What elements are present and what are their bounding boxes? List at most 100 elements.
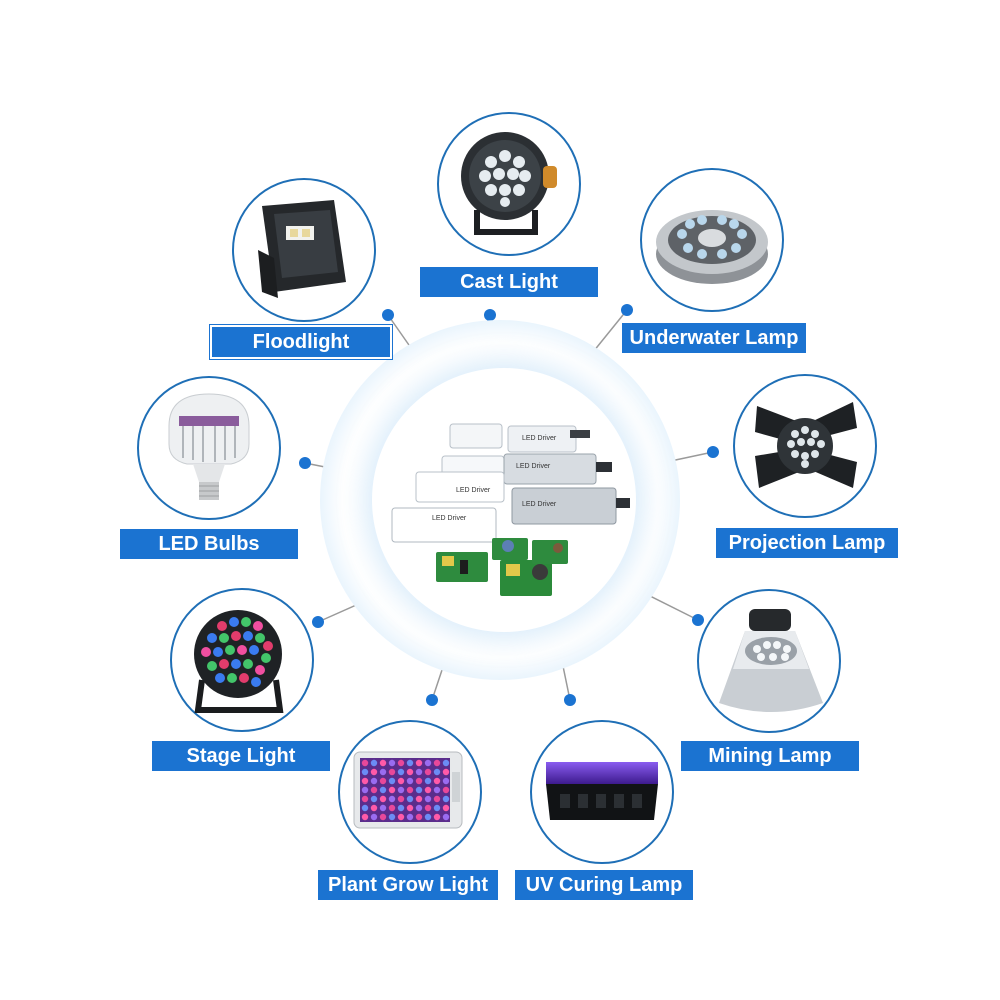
grow-led [415, 768, 423, 776]
grow-led [424, 804, 432, 812]
grow-led [406, 786, 414, 794]
label-led-bulbs: LED Bulbs [120, 529, 298, 559]
mining-lamp-icon [719, 609, 823, 712]
grow-led [361, 804, 369, 812]
connector-dot [707, 446, 719, 458]
stage-light-circle [170, 588, 314, 732]
grow-led [406, 813, 414, 821]
grow-led [424, 813, 432, 821]
grow-led [433, 786, 441, 794]
grow-led [406, 795, 414, 803]
connector-dot [426, 694, 438, 706]
grow-led [397, 768, 405, 776]
grow-led [415, 795, 423, 803]
stage-light-icon [194, 610, 284, 713]
grow-led [388, 777, 396, 785]
floodlight-circle [232, 178, 376, 322]
label-uv-curing-lamp: UV Curing Lamp [515, 870, 693, 900]
driver-label: LED Driver [432, 515, 467, 522]
grow-led [442, 786, 450, 794]
grow-led [388, 795, 396, 803]
grow-led [379, 759, 387, 767]
grow-led [424, 759, 432, 767]
grow-led [370, 795, 378, 803]
driver-label: LED Driver [522, 501, 557, 508]
grow-led [361, 759, 369, 767]
grow-led [370, 804, 378, 812]
grow-led [397, 777, 405, 785]
grow-led [379, 768, 387, 776]
grow-led [442, 777, 450, 785]
grow-led [361, 795, 369, 803]
grow-light-icon [353, 751, 463, 829]
grow-led [397, 795, 405, 803]
grow-led [361, 777, 369, 785]
grow-led [361, 813, 369, 821]
grow-led [388, 813, 396, 821]
grow-led [388, 804, 396, 812]
grow-led [415, 804, 423, 812]
grow-led [442, 804, 450, 812]
mining-lamp-circle [697, 589, 841, 733]
floodlight-icon [258, 200, 346, 298]
plant-grow-light-circle [338, 720, 482, 864]
grow-led [415, 777, 423, 785]
grow-led [370, 777, 378, 785]
projection-lamp-icon [755, 402, 857, 488]
uv-curing-lamp-circle [530, 720, 674, 864]
grow-led [406, 777, 414, 785]
grow-led [433, 768, 441, 776]
label-underwater-lamp: Underwater Lamp [622, 323, 806, 353]
label-plant-grow-light: Plant Grow Light [318, 870, 498, 900]
connector-dot [382, 309, 394, 321]
grow-led [442, 795, 450, 803]
grow-led [379, 777, 387, 785]
grow-led [433, 804, 441, 812]
cast-light-circle [437, 112, 581, 256]
underwater-lamp-icon [656, 210, 768, 284]
grow-led [388, 759, 396, 767]
grow-led [415, 813, 423, 821]
grow-led [361, 786, 369, 794]
grow-led [442, 813, 450, 821]
grow-led [433, 777, 441, 785]
center-product-image: LED Driver LED Driver LED Driver LED Dri… [372, 368, 636, 632]
connector-dot [299, 457, 311, 469]
label-projection-lamp: Projection Lamp [716, 528, 898, 558]
connector-dot [564, 694, 576, 706]
grow-led [415, 786, 423, 794]
grow-led [424, 795, 432, 803]
grow-led [370, 786, 378, 794]
grow-led [388, 786, 396, 794]
connector-dot [621, 304, 633, 316]
grow-led [424, 777, 432, 785]
grow-led [406, 759, 414, 767]
grow-led [397, 813, 405, 821]
grow-led [370, 759, 378, 767]
grow-led [406, 804, 414, 812]
connector-dot [484, 309, 496, 321]
led-bulbs-circle [137, 376, 281, 520]
grow-led [442, 759, 450, 767]
driver-label: LED Driver [456, 487, 491, 494]
grow-led [424, 768, 432, 776]
grow-led [406, 768, 414, 776]
grow-led [397, 786, 405, 794]
grow-led [388, 768, 396, 776]
led-bulb-icon [168, 393, 250, 500]
grow-led [397, 804, 405, 812]
grow-led [415, 759, 423, 767]
grow-led [379, 813, 387, 821]
label-cast-light: Cast Light [420, 267, 598, 297]
grow-led [397, 759, 405, 767]
grow-led [379, 786, 387, 794]
grow-led [424, 786, 432, 794]
grow-led [379, 795, 387, 803]
projection-lamp-circle [733, 374, 877, 518]
grow-led [370, 813, 378, 821]
label-mining-lamp: Mining Lamp [681, 741, 859, 771]
connector-dot [312, 616, 324, 628]
par-light-icon [461, 132, 557, 235]
